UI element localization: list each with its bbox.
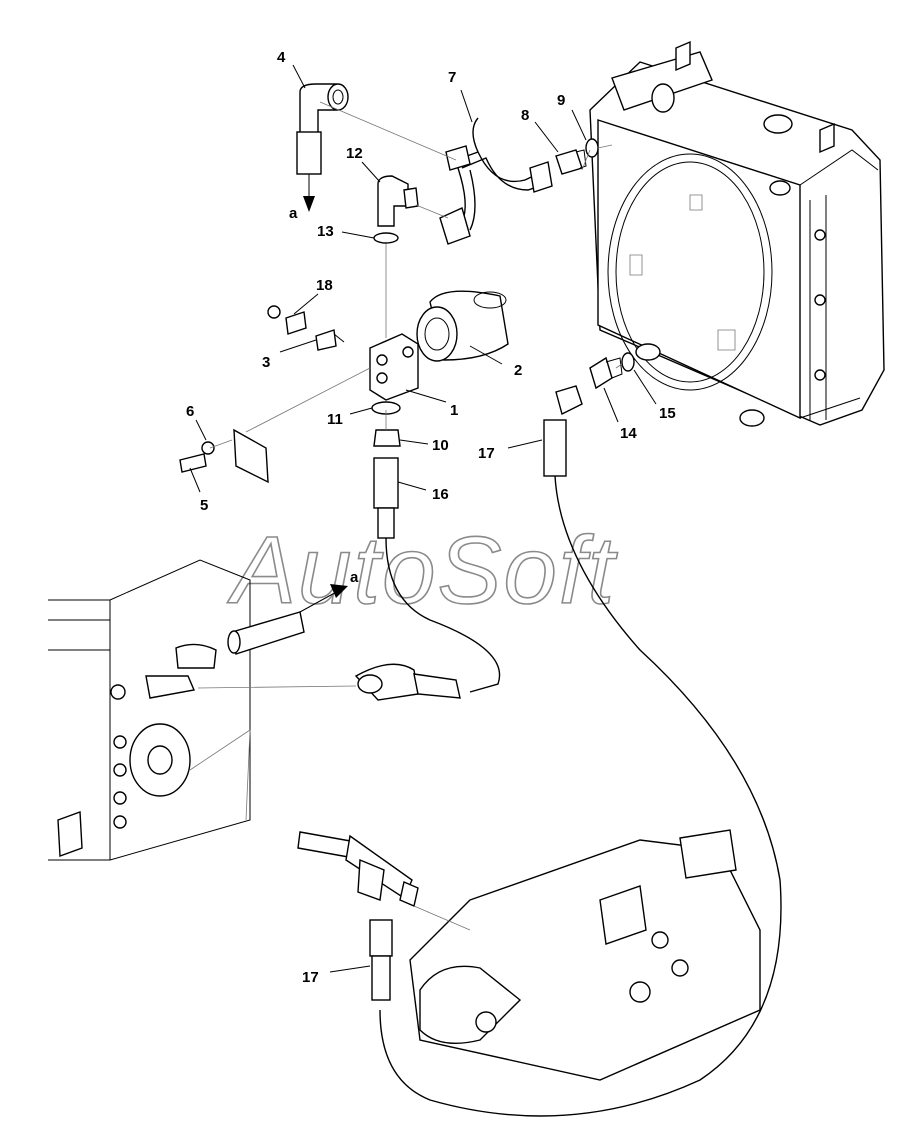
nut-6 [201,441,215,455]
transmission-housing [48,559,251,861]
callout-3: 3 [262,354,270,371]
bolt-5 [179,453,207,473]
o-ring-13 [373,232,399,244]
callout-11: 11 [327,411,343,428]
valve-pipe [297,831,419,907]
radiator [589,40,885,427]
callout-1: 1 [450,402,458,419]
washer-18 [267,305,307,335]
callout-7: 7 [448,69,456,86]
callout-18: 18 [316,277,333,294]
callout-14: 14 [620,425,637,442]
callout-labels: 1 2 3 4 5 6 7 8 9 10 11 12 13 14 15 16 1… [186,49,676,986]
hose-17-upper [379,385,782,1117]
adapter-10 [373,429,401,447]
callout-6: 6 [186,403,194,420]
callout-10: 10 [432,437,449,454]
callout-8: 8 [521,107,529,124]
hose-16 [373,457,501,693]
watermark: AutoSoft [227,517,618,624]
callout-17-lower: 17 [302,969,319,986]
callout-4: 4 [277,49,286,66]
flow-label-a-mid: a [350,569,359,586]
bracket [233,428,269,484]
callout-17-upper: 17 [478,445,495,462]
o-ring-15 [621,352,635,372]
fitting-14 [589,356,623,390]
elbow-12 [377,175,419,227]
callout-12: 12 [346,145,363,162]
fitting-8 [555,149,587,175]
hose-17-lower [369,919,393,1001]
hose-connector-left [145,611,461,701]
callout-15: 15 [659,405,676,422]
callout-16: 16 [432,486,449,503]
callout-9: 9 [557,92,565,109]
callout-13: 13 [317,223,334,240]
flow-arrow-a-mid [299,589,341,613]
connection-lines [189,101,623,931]
flow-label-a-top: a [289,205,298,222]
flow-arrowhead-a-mid [330,584,348,598]
leader-lines [189,64,657,973]
pipe-7 [439,117,553,245]
callout-5: 5 [200,497,208,514]
control-valve [409,829,761,1081]
callout-2: 2 [514,362,522,379]
elbow-4 [296,83,349,175]
o-ring-9 [585,138,599,158]
flow-arrowhead-a-top [303,196,315,212]
filter-head-1 [369,333,419,401]
sensor-3 [315,329,345,351]
oil-filter-2 [416,290,509,362]
